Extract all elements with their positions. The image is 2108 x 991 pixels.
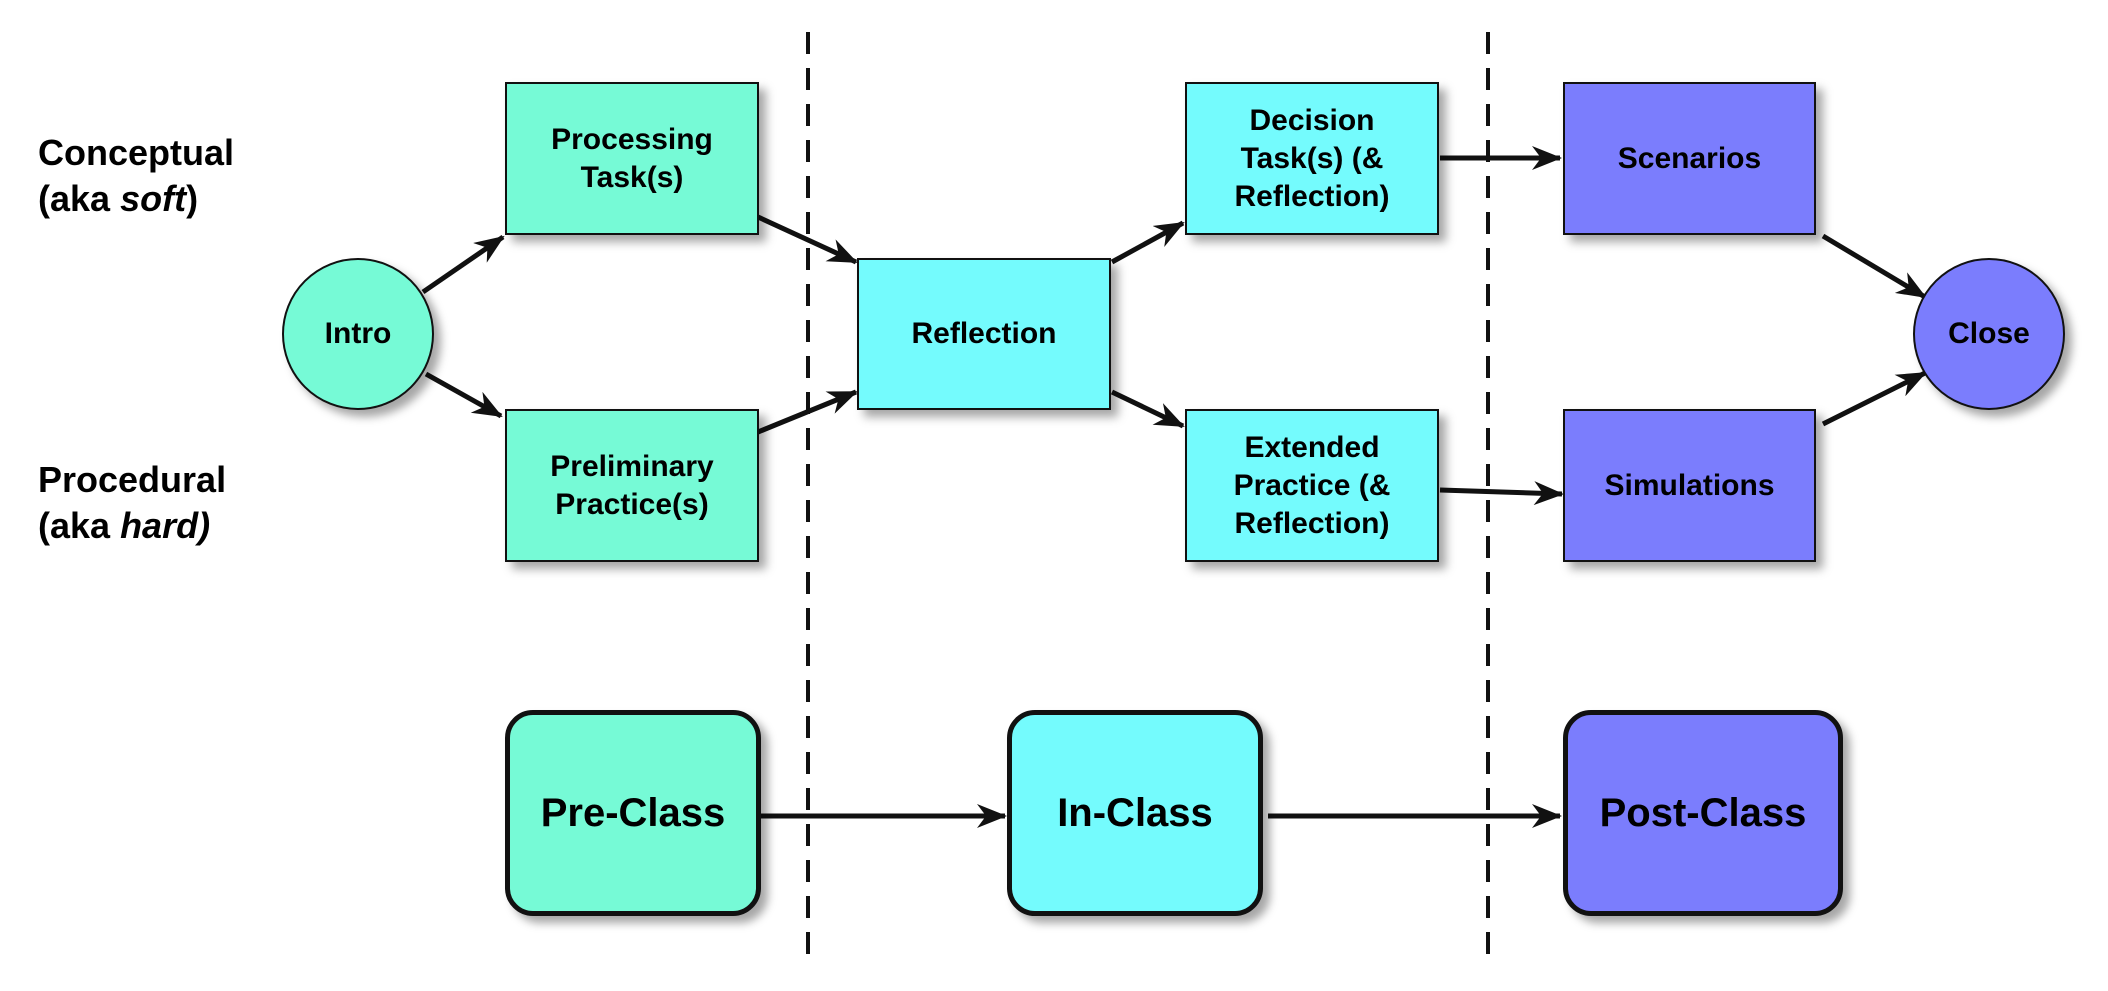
arrow-reflection-decision [1110,220,1185,265]
reflection-label: Reflection [911,317,1057,350]
lane-procedural-alias-prefix: (aka [38,505,121,546]
in-class-label: In-Class [1057,791,1213,835]
arrow-extended-simulations [1439,481,1564,506]
lane-conceptual-title: Conceptual [38,132,235,173]
processing-tasks-node: Processing Task(s) [505,82,759,235]
preliminary-practices-node: Preliminary Practice(s) [505,409,759,562]
lane-label-procedural: Procedural (aka hard) [38,457,226,549]
decision-tasks-node: Decision Task(s) (& Reflection) [1185,82,1439,235]
pre-class-label: Pre-Class [540,791,726,835]
arrow-preliminary-reflection [757,389,858,435]
intro-label: Intro [324,317,392,350]
pre-class-phase: Pre-Class [505,710,761,916]
arrow-processing-reflection [756,214,858,265]
post-class-label: Post-Class [1599,791,1807,835]
arrow-scenarios-close [1821,233,1927,300]
simulations-label: Simulations [1604,468,1775,502]
preliminary-practices-label: Preliminary Practice(s) [550,449,714,521]
lane-procedural-title: Procedural [38,459,227,500]
lane-conceptual-alias-prefix: (aka [38,178,121,219]
simulations-node: Simulations [1563,409,1816,562]
lane-procedural-alias: (aka hard) [38,503,226,549]
arrow-intro-preliminary [424,371,503,419]
extended-practice-node: Extended Practice (& Reflection) [1185,409,1439,562]
reflection-node: Reflection [857,258,1111,410]
lane-conceptual-alias-term: soft [120,178,187,219]
decision-tasks-label: Decision Task(s) (& Reflection) [1234,103,1390,213]
lane-conceptual-alias: (aka soft) [38,176,234,222]
intro-node: Intro [282,258,434,410]
extended-practice-label: Extended Practice (& Reflection) [1233,430,1391,540]
arrow-simulations-close [1821,370,1927,427]
post-class-phase: Post-Class [1563,710,1843,916]
lane-label-conceptual: Conceptual (aka soft) [38,130,234,222]
processing-tasks-label: Processing Task(s) [551,122,713,194]
lane-procedural-alias-term: hard) [120,505,211,546]
arrow-intro-processing [421,234,505,295]
scenarios-label: Scenarios [1617,141,1762,175]
lane-conceptual-alias-suffix: ) [186,178,199,219]
close-node: Close [1913,258,2065,410]
scenarios-node: Scenarios [1563,82,1816,235]
arrow-reflection-extended [1110,389,1185,429]
close-label: Close [1948,317,2030,350]
in-class-phase: In-Class [1007,710,1263,916]
